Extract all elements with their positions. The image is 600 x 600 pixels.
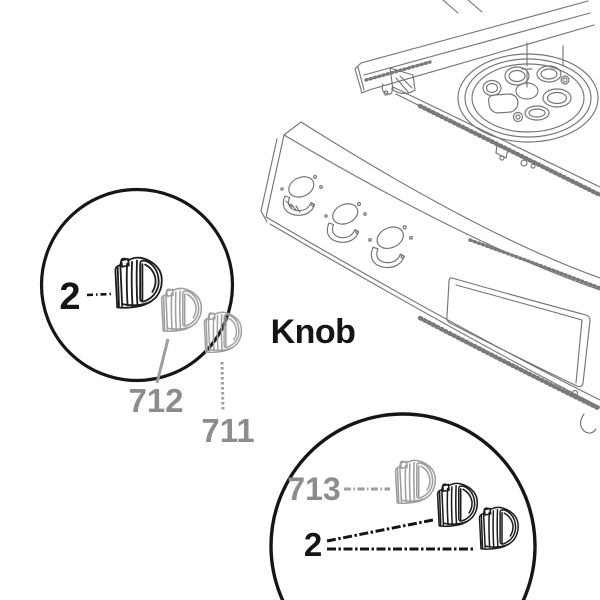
back-edge-lines xyxy=(442,0,483,14)
range-line-art xyxy=(260,0,600,434)
knob-stamping-1-hatch xyxy=(285,200,301,213)
display-window xyxy=(446,277,591,388)
knob-part-2-highlighted-right xyxy=(478,506,519,550)
part-label-2-right: 2 xyxy=(304,526,322,563)
leader-line-712 xyxy=(155,338,170,384)
burner-assembly xyxy=(457,53,599,143)
knob-part-711 xyxy=(203,311,243,354)
knob-stamping-3 xyxy=(368,222,413,269)
control-panel xyxy=(260,121,600,434)
leader-line-2-right-a xyxy=(326,518,434,543)
part-label-712: 712 xyxy=(128,382,183,419)
part-label-711: 711 xyxy=(201,412,254,449)
part-label-713: 713 xyxy=(287,471,340,507)
right-callout: 713 2 xyxy=(269,412,537,600)
diagram-title: Knob xyxy=(271,313,356,351)
cooktop-front-rail xyxy=(392,86,600,197)
knob-part-713 xyxy=(394,459,437,505)
knob-part-712 xyxy=(160,287,203,333)
part-label-2-left: 2 xyxy=(59,276,80,318)
knob-stamping-1 xyxy=(280,172,323,216)
knob-part-2-highlighted-left xyxy=(114,256,163,309)
left-callout: 2 712 711 xyxy=(39,187,255,449)
leader-line-711 xyxy=(220,361,225,413)
leader-line-2-left xyxy=(86,292,112,297)
magnifier-circle-left xyxy=(39,187,235,383)
back-rail-bar xyxy=(354,0,595,96)
knob-stamping-2 xyxy=(324,199,367,243)
knob-part-2-highlighted-mid xyxy=(436,482,479,528)
magnifier-circle-right xyxy=(269,412,537,600)
